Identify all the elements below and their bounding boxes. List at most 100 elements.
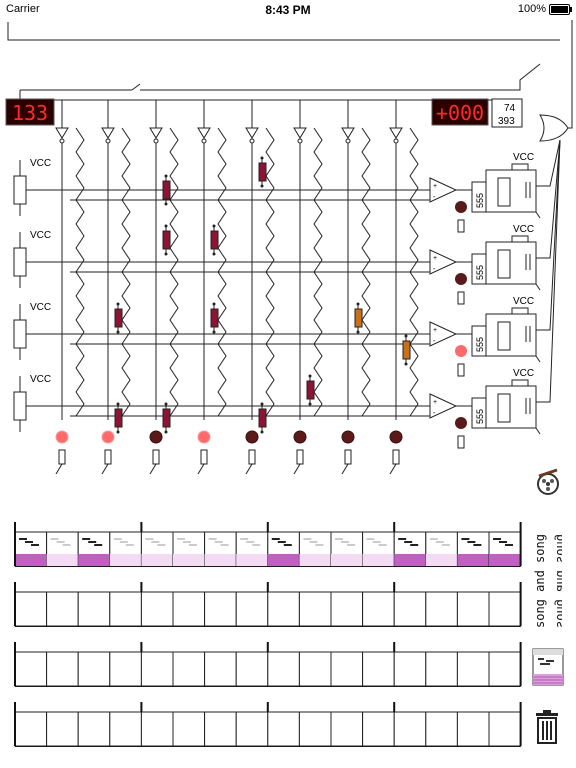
track-cell: [77, 711, 111, 747]
column-resistor: [104, 449, 112, 465]
track-cell: [46, 651, 79, 687]
potentiometer-icon: [13, 175, 27, 205]
timer-label: 555: [475, 337, 485, 352]
timer-label: 555: [475, 193, 485, 208]
track-cell: [267, 651, 300, 687]
column-led: [197, 430, 211, 444]
timer-label: 555: [475, 265, 485, 280]
track-cell: [172, 591, 206, 627]
track-cell: [362, 711, 395, 747]
timer-chip: [471, 181, 487, 213]
battery-percent: 100%: [517, 3, 546, 15]
grid-resistor: [114, 408, 123, 428]
track-cell: [172, 651, 206, 687]
grid-resistor: [114, 308, 123, 328]
inverter-icon: [389, 127, 403, 139]
track-cell: [456, 651, 490, 687]
track-cell: [330, 591, 364, 627]
column-resistor: [392, 449, 400, 465]
timer-label: 555: [475, 409, 485, 424]
track-cell: [298, 711, 332, 747]
row-led: [455, 417, 467, 429]
comparator-icon: [429, 321, 458, 347]
track-cell: [298, 651, 332, 687]
clip-thumbnail-icon[interactable]: [532, 648, 564, 686]
grid-resistor: [306, 380, 315, 400]
trash-icon[interactable]: [535, 710, 559, 744]
track-cell: [235, 591, 269, 627]
inverter-icon: [341, 127, 355, 139]
song-title-art[interactable]: song and song song and song: [532, 518, 562, 630]
track-cell: [267, 711, 300, 747]
column-resistor: [344, 449, 352, 465]
frame-wire: [7, 22, 560, 41]
column-led: [245, 430, 259, 444]
row-led: [455, 345, 467, 357]
track-cell: [109, 591, 142, 627]
track-cell: [77, 591, 111, 627]
vcc-label: VCC: [30, 302, 51, 313]
ground-wire: [245, 463, 253, 475]
column-led: [101, 430, 115, 444]
inverter-icon: [197, 127, 211, 139]
comparator-icon: [429, 249, 458, 275]
track-cell: [330, 651, 364, 687]
grid-resistor: [162, 230, 171, 250]
track-cell: [425, 711, 458, 747]
left-counter-box: [5, 98, 55, 126]
track-cell: [425, 651, 458, 687]
track-cell: [77, 651, 111, 687]
vcc-label: VCC: [30, 230, 51, 241]
track-cell: [235, 711, 269, 747]
grid-resistor: [258, 408, 267, 428]
svg-text:+: +: [433, 255, 437, 262]
vcc-label: VCC: [30, 158, 51, 169]
row-resistor: [457, 219, 465, 233]
track-cell: [235, 651, 269, 687]
timer-chip: [471, 397, 487, 429]
svg-text:+: +: [433, 327, 437, 334]
row-resistor: [457, 363, 465, 377]
track-cell: [172, 711, 206, 747]
svg-text:-: -: [433, 266, 436, 273]
grid-resistor: [210, 230, 219, 250]
counter-chip: [491, 98, 523, 128]
vcc-label: VCC: [30, 374, 51, 385]
track-cell: [140, 711, 174, 747]
right-counter: +000: [436, 101, 484, 125]
track-cell: [267, 591, 300, 627]
ground-wire: [101, 463, 109, 475]
timer-chip: [471, 325, 487, 357]
track-cell: [140, 651, 174, 687]
column-led: [293, 430, 307, 444]
track-cell: [362, 651, 395, 687]
right-counter-box: [431, 98, 489, 126]
row-led: [455, 201, 467, 213]
column-led: [55, 430, 69, 444]
grid-resistor: [210, 308, 219, 328]
track-cell: [488, 711, 522, 747]
clock: 8:43 PM: [265, 3, 311, 17]
ground-wire: [197, 463, 205, 475]
track-cell: [46, 591, 79, 627]
track-cell: [425, 591, 458, 627]
track-cell: [14, 591, 48, 627]
column-resistor: [58, 449, 66, 465]
counter-chip-label-1: 74: [504, 103, 516, 114]
column-led: [341, 430, 355, 444]
track-cell: [140, 591, 174, 627]
column-led: [149, 430, 163, 444]
switch-wire-2: [140, 63, 541, 91]
track-cell: [204, 591, 237, 627]
track-cell: [456, 711, 490, 747]
inverter-icon: [55, 127, 69, 139]
svg-text:+: +: [433, 183, 437, 190]
vcc-label: VCC: [513, 296, 534, 307]
tape-reel-icon[interactable]: [533, 467, 563, 497]
track-cell: [46, 711, 79, 747]
track-cell: [488, 651, 522, 687]
grid-resistor: [354, 308, 363, 328]
comparator-icon: [429, 393, 458, 419]
